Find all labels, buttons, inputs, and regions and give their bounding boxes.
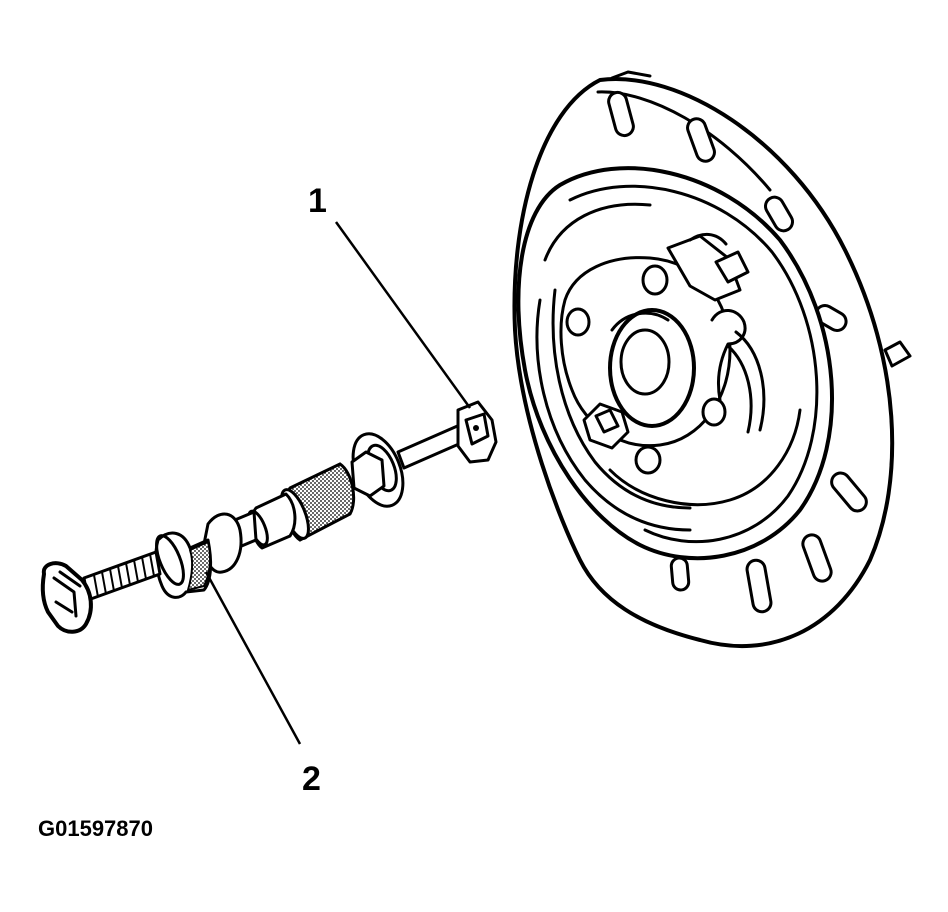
brake-backing-plate: [512, 70, 912, 649]
callout-1-leader: [334, 221, 472, 409]
figure-id: G01597870: [38, 816, 153, 841]
adjuster-tool: [40, 400, 498, 634]
callout-2-label: 2: [302, 760, 321, 798]
callout-1-label: 1: [308, 182, 327, 220]
callout-2-leader: [204, 571, 302, 745]
flange-slots: [607, 90, 868, 614]
